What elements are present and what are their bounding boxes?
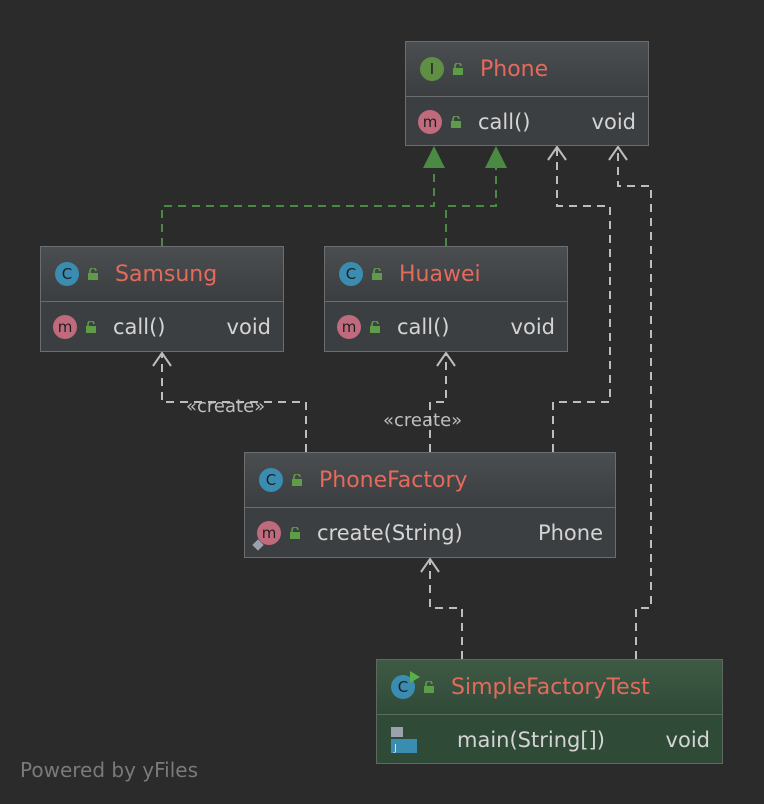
java-main-method-icon: J — [391, 726, 417, 754]
lock-open-icon — [292, 474, 302, 486]
node-samsung[interactable]: C Samsung m call() void — [40, 246, 284, 352]
method-name: main(String[]) — [457, 727, 605, 752]
edge-huawei-implements-phone — [445, 168, 497, 246]
node-phone-factory-header: C PhoneFactory — [245, 453, 615, 507]
edge-factory-phone — [552, 148, 611, 452]
node-huawei-header: C Huawei — [325, 247, 567, 301]
method-name: call() — [397, 314, 450, 339]
lock-open-icon — [424, 681, 434, 693]
lock-open-icon — [86, 320, 96, 333]
method-name: call() — [478, 109, 531, 134]
node-phone-title: Phone — [480, 56, 549, 82]
method-icon: m — [418, 109, 442, 134]
node-samsung-method-row[interactable]: m call() void — [41, 301, 283, 351]
method-return-type: void — [591, 109, 636, 134]
node-phone-header: I Phone — [406, 42, 648, 96]
runnable-class-icon: C — [391, 671, 420, 699]
edge-factory-create-samsung — [161, 354, 307, 452]
lock-open-icon — [370, 320, 380, 333]
class-icon: C — [55, 262, 79, 286]
node-phone-method-row[interactable]: m call() void — [406, 96, 648, 146]
method-name: call() — [113, 314, 166, 339]
arrowhead-samsung-phone — [423, 146, 445, 168]
node-simple-factory-test-method-row[interactable]: J main(String[]) void — [377, 714, 722, 764]
class-icon-letter: C — [397, 678, 409, 696]
arrowhead-factory-phone — [547, 145, 567, 161]
edge-samsung-implements-phone — [161, 168, 435, 246]
node-simple-factory-test-title: SimpleFactoryTest — [451, 674, 650, 700]
lock-open-icon — [453, 63, 463, 75]
method-return-type: Phone — [537, 520, 603, 545]
node-samsung-header: C Samsung — [41, 247, 283, 301]
interface-icon: I — [420, 57, 444, 81]
node-huawei-title: Huawei — [399, 261, 481, 287]
powered-by-footer: Powered by yFiles — [20, 758, 198, 782]
arrowhead-test-phone — [608, 145, 628, 161]
node-simple-factory-test[interactable]: C SimpleFactoryTest J main(String[]) voi… — [376, 659, 723, 764]
method-return-type: void — [665, 727, 710, 752]
lock-open-icon — [372, 268, 382, 280]
method-return-type: void — [226, 314, 271, 339]
node-simple-factory-test-header: C SimpleFactoryTest — [377, 660, 722, 714]
arrowhead-create-huawei — [436, 351, 456, 367]
edge-factory-create-huawei — [429, 354, 447, 452]
node-huawei[interactable]: C Huawei m call() void — [324, 246, 568, 352]
class-icon: C — [339, 262, 363, 286]
method-name: create(String) — [317, 520, 463, 545]
node-phone[interactable]: I Phone m call() void — [405, 41, 649, 146]
arrowhead-huawei-phone — [485, 146, 507, 168]
node-phone-factory-method-row[interactable]: m create(String) Phone — [245, 507, 615, 557]
method-return-type: void — [510, 314, 555, 339]
lock-open-icon — [451, 115, 461, 128]
method-icon: m — [53, 314, 77, 339]
run-icon — [410, 671, 420, 683]
lock-open-icon — [88, 268, 98, 280]
edge-test-factory — [429, 560, 463, 659]
edge-test-phone — [617, 148, 652, 659]
svg-text:J: J — [393, 743, 397, 754]
node-samsung-title: Samsung — [115, 261, 218, 287]
arrowhead-create-samsung — [152, 351, 172, 367]
node-huawei-method-row[interactable]: m call() void — [325, 301, 567, 351]
method-icon: m — [337, 314, 361, 339]
class-icon: C — [259, 468, 283, 492]
lock-open-icon — [290, 526, 300, 539]
create-label-samsung: «create» — [186, 396, 266, 417]
arrowhead-test-factory — [420, 557, 440, 573]
node-phone-factory[interactable]: C PhoneFactory m create(String) Phone — [244, 452, 616, 558]
method-icon-letter: m — [261, 523, 277, 542]
node-phone-factory-title: PhoneFactory — [319, 467, 468, 493]
static-method-icon: m — [252, 520, 281, 551]
create-label-huawei: «create» — [383, 410, 463, 431]
